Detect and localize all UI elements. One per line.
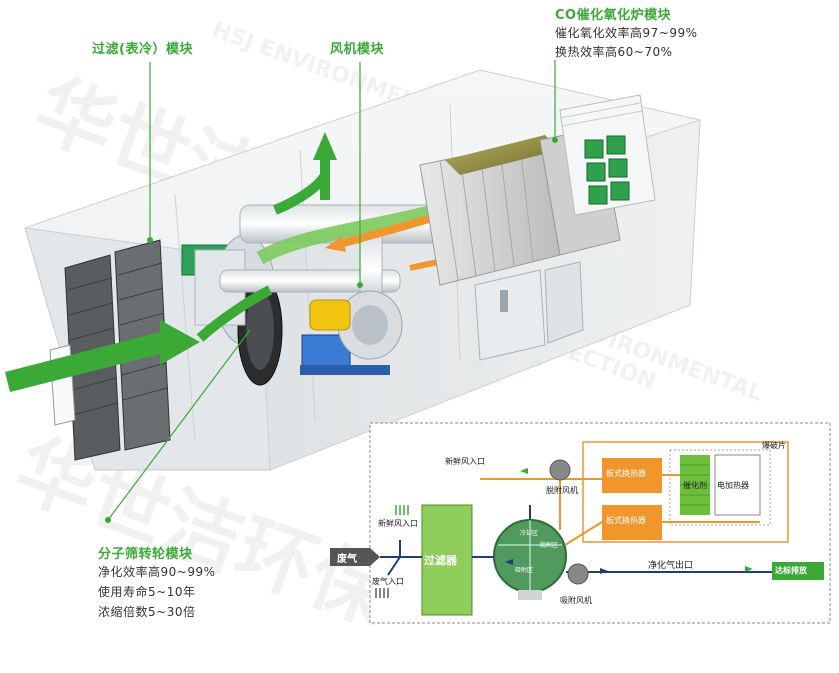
filter-box-label: 过滤器 — [424, 554, 457, 567]
catalyst-label: 催化剂 — [683, 481, 707, 490]
flowchart-inset — [330, 422, 831, 624]
heater-label: 电加热器 — [717, 481, 749, 490]
rotor-spec-3: 浓缩倍数5~30倍 — [98, 605, 196, 619]
clean-outlet-label: 净化气出口 — [648, 561, 694, 571]
zone-desorb-label: 脱附区 — [540, 542, 559, 549]
waste-gas-label: 废气 — [337, 554, 357, 565]
fresh-air-in-mid-label: 新鲜风入口 — [378, 519, 418, 528]
adsorption-fan-label: 吸附风机 — [560, 596, 592, 605]
plate-hx-bottom-label: 板式换热器 — [606, 516, 646, 525]
control-cabinet — [474, 261, 584, 361]
filter-module-title: 过滤(表冷）模块 — [92, 42, 193, 57]
rotor-module-title: 分子筛转轮模块 — [98, 547, 193, 562]
burst-disc-label: 爆破片 — [762, 441, 786, 450]
plate-hx-top-label: 板式换热器 — [606, 469, 646, 478]
co-spec-2: 换热效率高60~70% — [555, 45, 673, 59]
desorption-fan-label: 脱附风机 — [546, 486, 578, 495]
co-module-title: CO催化氧化炉模块 — [555, 8, 672, 23]
callout-dots — [105, 137, 558, 523]
fresh-air-in-top-label: 新鲜风入口 — [445, 457, 485, 466]
callout-leaders — [107, 60, 556, 521]
zone-cool-label: 冷却区 — [520, 530, 539, 537]
fan-unit — [300, 290, 403, 375]
heat-exchanger — [559, 94, 656, 216]
co-spec-1: 催化氧化效率高97~99% — [555, 26, 698, 40]
fan-module-title: 风机模块 — [330, 42, 385, 57]
rotor-spec-2: 使用寿命5~10年 — [98, 585, 196, 599]
zone-adsorb-label: 吸附区 — [515, 567, 534, 574]
exhaust-in-label: 废气入口 — [372, 577, 404, 586]
discharge-label: 达标排放 — [775, 566, 807, 575]
rotor-spec-1: 净化效率高90~99% — [98, 565, 216, 579]
